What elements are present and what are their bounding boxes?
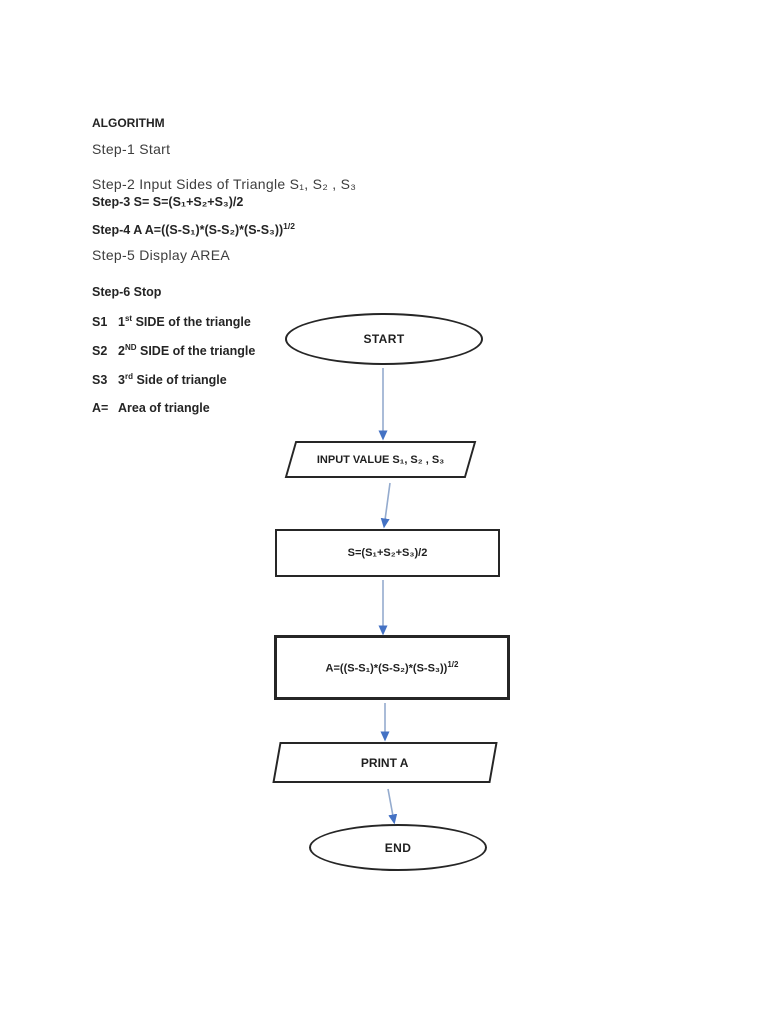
step-4-text: Step-4 A A=((S-S₁)*(S-S₂)*(S-S₃))1/2 <box>92 221 295 237</box>
area-formula-base: A=((S-S₁)*(S-S₂)*(S-S₃)) <box>325 662 448 675</box>
step-1-text: Step-1 Start <box>92 141 171 157</box>
legend-term: S1 <box>92 315 108 330</box>
semi-perimeter-formula: S=(S₁+S₂+S₃)/2 <box>347 547 428 559</box>
flowchart-start-terminator: START <box>285 313 483 365</box>
step-5-text: Step-5 Display AREA <box>92 247 230 263</box>
start-label: START <box>363 332 405 346</box>
arrow-input-to-semi-perimeter <box>380 482 391 529</box>
area-formula-exponent: 1/2 <box>447 660 459 670</box>
legend-item-area: A= Area of triangle <box>92 401 210 415</box>
legend-definition: SIDE of the triangle <box>140 344 256 359</box>
arrow-print-to-end <box>387 788 398 825</box>
legend-term: S3 <box>92 373 108 388</box>
page-title: ALGORITHM <box>92 116 165 130</box>
legend-ordinal-suffix: ND <box>124 343 137 352</box>
legend-definition: Area of triangle <box>118 401 210 415</box>
flowchart-process-area: A=((S-S₁)*(S-S₂)*(S-S₃))1/2 <box>274 635 510 700</box>
legend-item-s2: S2 2ND SIDE of the triangle <box>92 343 255 358</box>
legend-ordinal-suffix: rd <box>124 372 133 381</box>
input-label: INPUT VALUE S₁, S₂ , S₃ <box>316 453 445 466</box>
legend-definition: SIDE of the triangle <box>135 315 251 330</box>
flowchart-print-parallelogram: PRINT A <box>272 742 498 783</box>
flowchart-input-parallelogram: INPUT VALUE S₁, S₂ , S₃ <box>284 441 477 478</box>
step-4-formula-base: Step-4 A A=((S-S₁)*(S-S₂)*(S-S₃)) <box>92 223 284 238</box>
print-label: PRINT A <box>361 755 409 770</box>
end-label: END <box>384 840 412 855</box>
flowchart-process-semi-perimeter: S=(S₁+S₂+S₃)/2 <box>275 529 500 577</box>
legend-ordinal-suffix: st <box>124 314 133 323</box>
legend-definition: Side of triangle <box>136 373 227 388</box>
legend-item-s1: S1 1st SIDE of the triangle <box>92 314 251 329</box>
area-formula: A=((S-S₁)*(S-S₂)*(S-S₃))1/2 <box>326 660 459 675</box>
legend-item-s3: S3 3rd Side of triangle <box>92 372 227 387</box>
flowchart-end-terminator: END <box>309 824 487 871</box>
step-2-text: Step-2 Input Sides of Triangle S₁, S₂ , … <box>92 176 357 192</box>
step-6-text: Step-6 Stop <box>92 285 162 299</box>
step-4-exponent: 1/2 <box>283 221 295 231</box>
legend-ordinal: 2 <box>118 344 125 359</box>
step-3-text: Step-3 S= S=(S₁+S₂+S₃)/2 <box>92 195 244 209</box>
legend-ordinal: 1 <box>118 315 125 330</box>
legend-term: S2 <box>92 344 108 359</box>
legend-ordinal: 3 <box>118 373 125 388</box>
legend-term: A= <box>92 401 109 415</box>
